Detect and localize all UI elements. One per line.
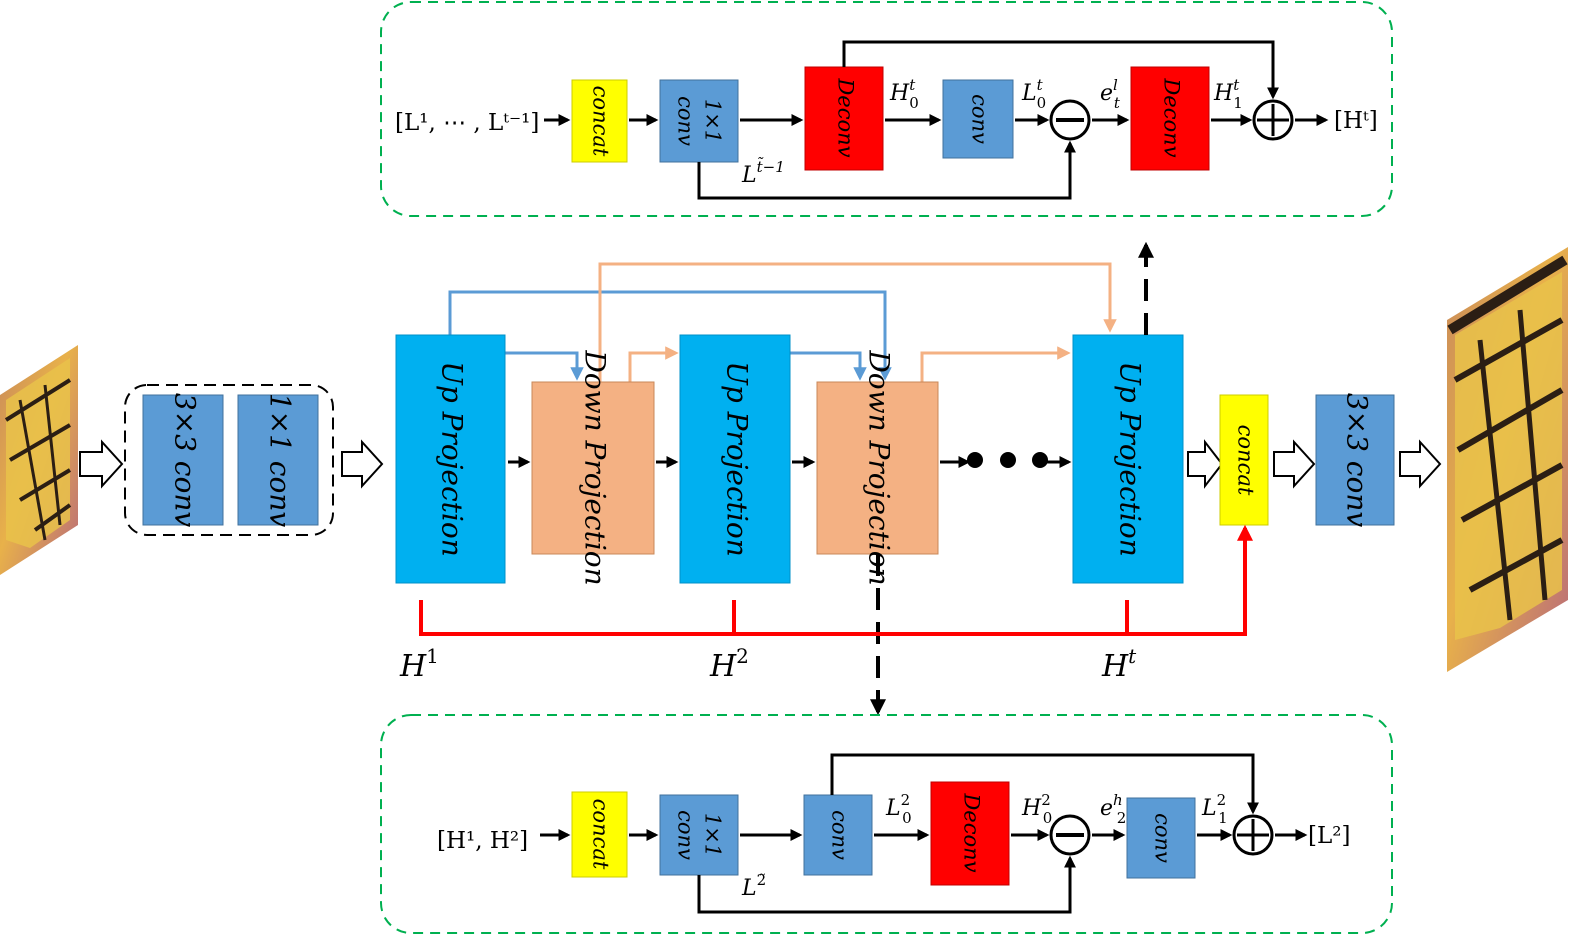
down-projection-2 xyxy=(816,381,939,555)
down-deconv-block xyxy=(930,781,1010,886)
down-projection-1 xyxy=(531,381,655,555)
down-plus-node xyxy=(1232,814,1274,856)
up-deconv-label-2: Deconv xyxy=(1160,77,1184,157)
down-deconv-label: Deconv xyxy=(960,792,984,872)
down-projection-1-label: Down Projection xyxy=(579,349,612,585)
main-concat-block xyxy=(1219,394,1269,526)
conv1x1-block xyxy=(237,394,319,526)
down-conv1x1-label-a: 1×1 xyxy=(701,813,725,857)
down-conv1x1-block xyxy=(659,794,739,876)
down-conv1x1-label-b: conv xyxy=(674,810,698,860)
blue-skip-1 xyxy=(505,351,584,381)
up-concat-label: concat xyxy=(589,86,613,157)
feature-extraction-group xyxy=(124,384,334,536)
up-conv1x1-label-b: conv xyxy=(674,96,698,146)
hollow-arrow-3 xyxy=(1187,439,1224,489)
skip-connections xyxy=(448,262,1117,382)
down-ltilde-label: L2̃ xyxy=(741,871,766,901)
ellipsis-dots xyxy=(967,452,1048,468)
final-conv3x3-label: 3×3 conv xyxy=(1341,393,1374,528)
ht-label: Ht xyxy=(1101,644,1137,684)
down-conv-label-2: conv xyxy=(1151,813,1175,863)
up-deconv-block-2 xyxy=(1130,66,1210,171)
conv3x3-label: 3×3 conv xyxy=(169,393,202,528)
up-conv-block xyxy=(942,79,1014,159)
main-concat-label: concat xyxy=(1234,425,1258,496)
h2-label: H2 xyxy=(709,644,749,684)
hollow-arrow-5 xyxy=(1399,439,1442,489)
output-image xyxy=(1447,247,1568,672)
up-ltilde-label: Lt̃−1 xyxy=(741,157,785,188)
hollow-arrow-2 xyxy=(341,439,384,489)
down-conv-block-1 xyxy=(803,794,873,876)
down-minus-node xyxy=(1049,814,1091,856)
hollow-arrow-4 xyxy=(1273,439,1316,489)
down-module-input: [H¹, H²] xyxy=(437,828,528,854)
up-module-arrows xyxy=(544,40,1329,200)
down-module-output: [L²] xyxy=(1308,823,1350,849)
down-module-box xyxy=(380,714,1393,934)
final-conv3x3-block xyxy=(1315,394,1395,526)
conv1x1-label: 1×1 conv xyxy=(264,393,297,528)
hr-feature-line xyxy=(419,524,1253,636)
blue-skip-2 xyxy=(790,351,867,381)
input-image xyxy=(0,345,78,575)
up-projection-1-label: Up Projection xyxy=(436,361,469,557)
up-deconv-label-1: Deconv xyxy=(834,77,858,157)
up-projection-t-label: Up Projection xyxy=(1114,361,1147,557)
up-conv-label: conv xyxy=(968,94,992,144)
orange-skip-2 xyxy=(920,346,1071,382)
up-module-input: [L¹, ⋯ , Lᵗ⁻¹] xyxy=(395,110,539,136)
up-plus-node xyxy=(1252,99,1294,141)
down-concat-block xyxy=(571,791,628,878)
blue-skip-long xyxy=(448,290,892,381)
hollow-arrow-1 xyxy=(79,439,124,489)
up-projection-2 xyxy=(679,334,791,584)
up-projection-2-label: Up Projection xyxy=(721,361,754,557)
orange-skip-1 xyxy=(628,346,679,382)
up-projection-1 xyxy=(395,334,506,584)
orange-skip-long xyxy=(598,262,1117,382)
up-projection-t xyxy=(1072,334,1184,584)
up-concat-block xyxy=(571,79,628,163)
up-minus-node xyxy=(1049,99,1091,141)
h1-label: H1 xyxy=(399,644,439,684)
up-module-box xyxy=(380,1,1393,217)
up-conv1x1-block xyxy=(659,79,739,163)
down-conv-block-2 xyxy=(1126,797,1196,879)
up-module-output: [Hᵗ] xyxy=(1334,108,1378,134)
conv3x3-block xyxy=(142,394,224,526)
down-concat-label: concat xyxy=(589,799,613,870)
down-module-arrows xyxy=(540,753,1308,914)
down-projection-2-label: Down Projection xyxy=(863,349,896,585)
up-conv1x1-label-a: 1×1 xyxy=(701,99,725,143)
down-conv-label-1: conv xyxy=(828,810,852,860)
